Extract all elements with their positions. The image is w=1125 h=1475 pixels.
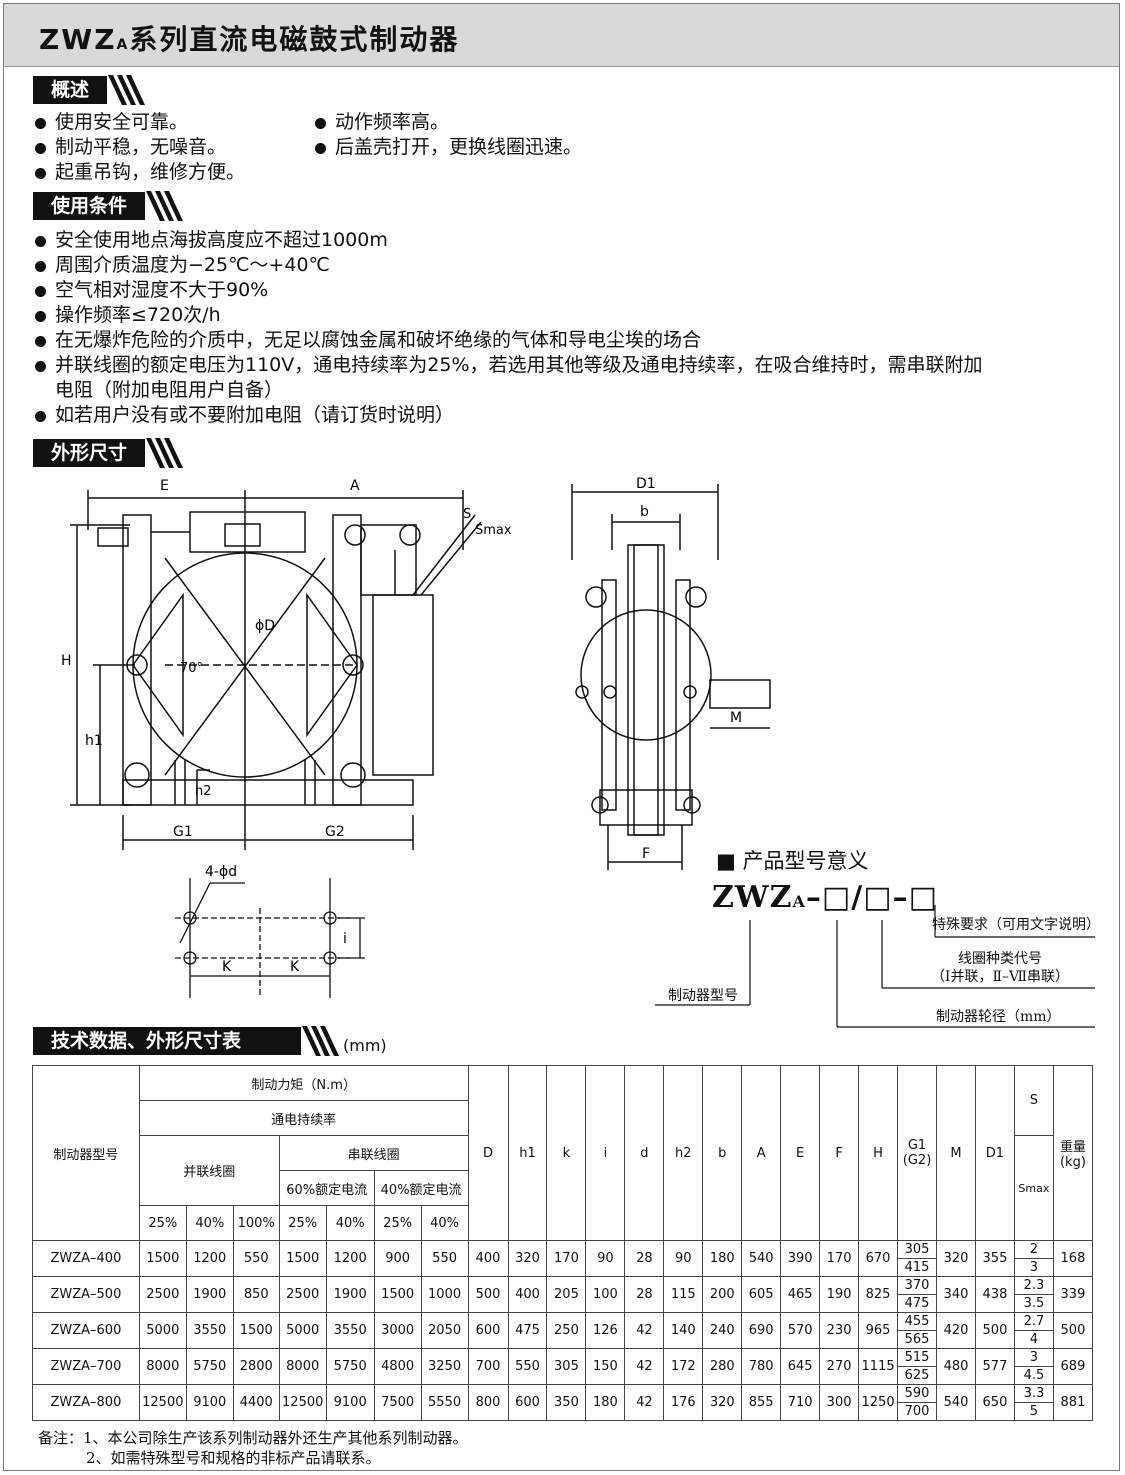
spec-table: 制动器型号 制动力矩（N.m） D h1 k i d h2 b A E F H … [32, 1065, 1094, 1421]
page-frame [3, 3, 1120, 1471]
header-duty: 通电持续率 [138, 1100, 469, 1136]
svg-text:S: S [463, 507, 471, 522]
front-view-drawing: E A S Smax H h1 h2 G1 G2 ϕD 70° [61, 478, 512, 850]
header-torque: 制动力矩（N.m） [138, 1065, 469, 1101]
svg-text:H: H [61, 653, 72, 669]
model-code: ZWZA–□/□–□ [712, 880, 938, 915]
svg-text:G2: G2 [325, 824, 345, 840]
side-view-drawing: D1 b M F [571, 476, 771, 870]
svg-text:D1: D1 [636, 476, 656, 492]
svg-text:A: A [350, 478, 360, 494]
svg-text:ϕD: ϕD [255, 618, 275, 634]
unit-label: (mm) [343, 1036, 387, 1055]
svg-text:4-ϕd: 4-ϕd [205, 864, 237, 880]
svg-text:G1: G1 [173, 824, 193, 840]
title-bar: ZWZA系列直流电磁鼓式制动器 [4, 4, 1119, 67]
svg-text:K: K [222, 959, 232, 975]
svg-text:K: K [290, 959, 300, 975]
header-40: 40%额定电流 [373, 1170, 469, 1206]
header-series: 串联线圈 [278, 1135, 469, 1171]
svg-text:h2: h2 [195, 784, 212, 799]
special-requirement-label: 特殊要求（可用文字说明） [932, 917, 1100, 933]
header-60: 60%额定电流 [278, 1170, 375, 1206]
svg-text:b: b [640, 504, 649, 520]
overview-list-2: 动作频率高。 后盖壳打开，更换线圈迅速。 [313, 110, 582, 160]
model-meaning-heading: ■ 产品型号意义 [716, 849, 869, 873]
section-header-tech: 技术数据、外形尺寸表 [33, 1026, 339, 1056]
svg-text:h1: h1 [85, 733, 103, 749]
conditions-list: 安全使用地点海拔高度应不超过1000m 周围介质温度为−25℃～+40℃ 空气相… [33, 228, 983, 428]
svg-text:M: M [730, 710, 742, 726]
header-g1g2: G1(G2) [897, 1065, 938, 1241]
bolt-hole-drawing: 4-ϕd K K i [175, 864, 365, 998]
svg-text:E: E [160, 478, 169, 494]
header-model: 制动器型号 [32, 1065, 140, 1241]
section-header-overview: 概述 [33, 75, 146, 105]
overview-list-1: 使用安全可靠。 制动平稳，无噪音。 起重吊钩，维修方便。 [33, 110, 245, 185]
slash-decoration [146, 438, 184, 468]
coil-type-label: 线圈种类代号（Ⅰ并联，Ⅱ–Ⅶ串联） [930, 951, 1070, 985]
slash-decoration [108, 75, 146, 105]
model-meaning-leaders [655, 905, 1095, 1028]
wheel-diameter-label: 制动器轮径（mm） [936, 1009, 1061, 1025]
svg-text:i: i [343, 931, 347, 947]
page-title: ZWZA系列直流电磁鼓式制动器 [39, 23, 460, 56]
section-header-conditions: 使用条件 [33, 191, 184, 221]
svg-text:Smax: Smax [475, 523, 512, 538]
slash-decoration [146, 191, 184, 221]
slash-decoration [302, 1026, 339, 1056]
notes: 备注：1、本公司除生产该系列制动器外还生产其他系列制动器。 2、如需特殊型号和规… [38, 1429, 468, 1467]
svg-text:70°: 70° [180, 661, 203, 676]
brake-model-label: 制动器型号 [668, 988, 738, 1004]
header-weight: 重量(kg) [1052, 1065, 1094, 1241]
svg-text:F: F [642, 846, 650, 862]
section-header-dimensions: 外形尺寸 [33, 438, 184, 468]
header-parallel: 并联线圈 [138, 1135, 280, 1206]
